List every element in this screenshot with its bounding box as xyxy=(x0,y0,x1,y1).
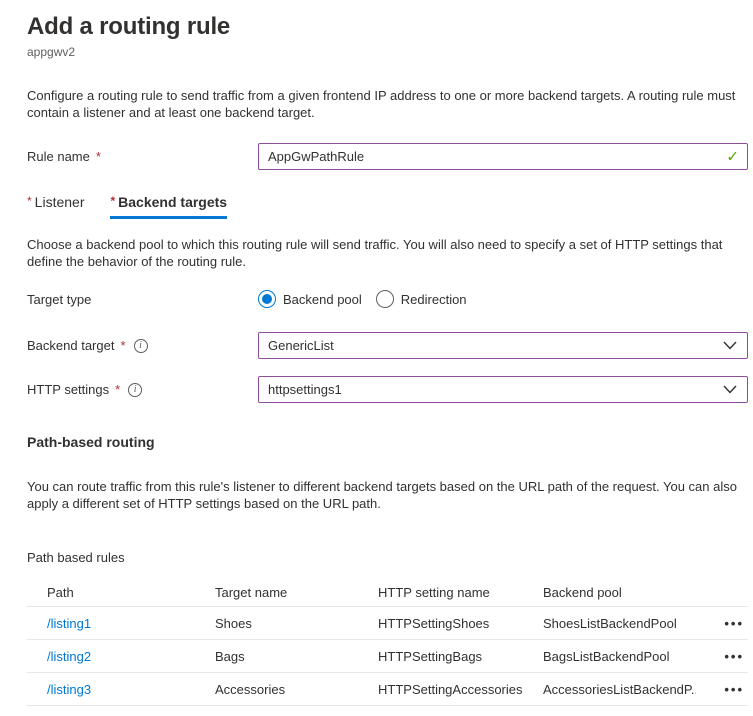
http-settings-control: httpsettings1 xyxy=(258,376,748,403)
radio-backend-pool-label: Backend pool xyxy=(283,291,362,307)
http-settings-value: httpsettings1 xyxy=(268,382,342,397)
path-rules-table: Path Target name HTTP setting name Backe… xyxy=(27,578,748,706)
backend-target-label-cell: Backend target * xyxy=(27,338,258,353)
row-menu-ellipsis-icon[interactable]: ••• xyxy=(724,683,748,696)
page-title: Add a routing rule xyxy=(27,13,231,40)
path-based-routing-heading: Path-based routing xyxy=(27,434,155,450)
rule-name-row: Rule name * ✓ xyxy=(27,143,748,170)
rule-name-control: ✓ xyxy=(258,143,748,170)
radio-redirection-label: Redirection xyxy=(400,291,467,307)
http-settings-label-cell: HTTP settings * xyxy=(27,382,258,397)
info-icon[interactable] xyxy=(133,338,148,353)
column-header-path: Path xyxy=(47,584,74,600)
tab-listener-label: Listener xyxy=(34,194,85,210)
required-asterisk: * xyxy=(95,149,101,164)
rule-name-input[interactable] xyxy=(258,143,748,170)
target-type-row: Target type Backend pool Redirection xyxy=(27,290,748,308)
radio-unselected-icon[interactable] xyxy=(375,290,394,308)
backend-target-control: GenericList xyxy=(258,332,748,359)
table-row: /listing1 Shoes HTTPSettingShoes ShoesLi… xyxy=(27,607,748,640)
http-setting-name-cell: HTTPSettingShoes xyxy=(378,615,490,631)
column-header-backend-pool: Backend pool xyxy=(543,584,622,600)
path-link[interactable]: /listing3 xyxy=(47,681,92,697)
backend-target-select[interactable]: GenericList xyxy=(258,332,748,359)
backend-section-description: Choose a backend pool to which this rout… xyxy=(27,237,723,269)
http-settings-select[interactable]: httpsettings1 xyxy=(258,376,748,403)
row-menu-ellipsis-icon[interactable]: ••• xyxy=(724,650,748,663)
http-settings-row: HTTP settings * httpsettings1 xyxy=(27,376,748,403)
backend-target-value: GenericList xyxy=(268,338,334,353)
http-setting-name-cell: HTTPSettingAccessories xyxy=(378,681,523,697)
table-row: /listing2 Bags HTTPSettingBags BagsListB… xyxy=(27,640,748,673)
tab-bar: * Listener * Backend targets xyxy=(27,194,748,219)
backend-pool-cell: ShoesListBackendPool xyxy=(543,615,677,631)
radio-redirection[interactable]: Redirection xyxy=(375,290,467,308)
target-name-cell: Shoes xyxy=(215,615,252,631)
target-type-label-cell: Target type xyxy=(27,292,258,307)
path-based-rules-label: Path based rules xyxy=(27,550,125,565)
path-based-routing-description: You can route traffic from this rule's l… xyxy=(27,479,737,511)
info-icon[interactable] xyxy=(128,382,143,397)
target-type-radio-group: Backend pool Redirection xyxy=(258,290,748,308)
rule-name-label: Rule name xyxy=(27,149,90,164)
required-asterisk: * xyxy=(120,338,126,353)
column-header-http-setting-name: HTTP setting name xyxy=(378,584,490,600)
table-row: /listing3 Accessories HTTPSettingAccesso… xyxy=(27,673,748,706)
row-menu-ellipsis-icon[interactable]: ••• xyxy=(724,617,748,630)
table-header-row: Path Target name HTTP setting name Backe… xyxy=(27,578,748,607)
tab-backend-targets[interactable]: * Backend targets xyxy=(110,194,228,219)
chevron-down-icon xyxy=(723,341,737,350)
backend-pool-cell: AccessoriesListBackendP... xyxy=(543,681,696,697)
http-setting-name-cell: HTTPSettingBags xyxy=(378,648,483,664)
chevron-down-icon xyxy=(723,385,737,394)
backend-pool-cell: BagsListBackendPool xyxy=(543,648,670,664)
page-subtitle: appgwv2 xyxy=(27,45,76,59)
backend-target-label: Backend target xyxy=(27,338,115,353)
path-link[interactable]: /listing2 xyxy=(47,648,92,664)
tab-listener[interactable]: * Listener xyxy=(27,194,84,219)
backend-target-row: Backend target * GenericList xyxy=(27,332,748,359)
rule-name-label-cell: Rule name * xyxy=(27,149,258,164)
http-settings-label: HTTP settings xyxy=(27,382,110,397)
radio-selected-icon[interactable] xyxy=(258,290,276,308)
required-asterisk: * xyxy=(115,382,121,397)
required-asterisk: * xyxy=(110,194,116,208)
required-asterisk: * xyxy=(27,194,32,208)
radio-backend-pool[interactable]: Backend pool xyxy=(258,290,362,308)
target-name-cell: Accessories xyxy=(215,681,286,697)
path-link[interactable]: /listing1 xyxy=(47,615,92,631)
column-header-target-name: Target name xyxy=(215,584,288,600)
target-type-label: Target type xyxy=(27,291,92,307)
target-name-cell: Bags xyxy=(215,648,245,664)
tab-backend-targets-label: Backend targets xyxy=(118,194,228,210)
intro-text: Configure a routing rule to send traffic… xyxy=(27,88,736,120)
